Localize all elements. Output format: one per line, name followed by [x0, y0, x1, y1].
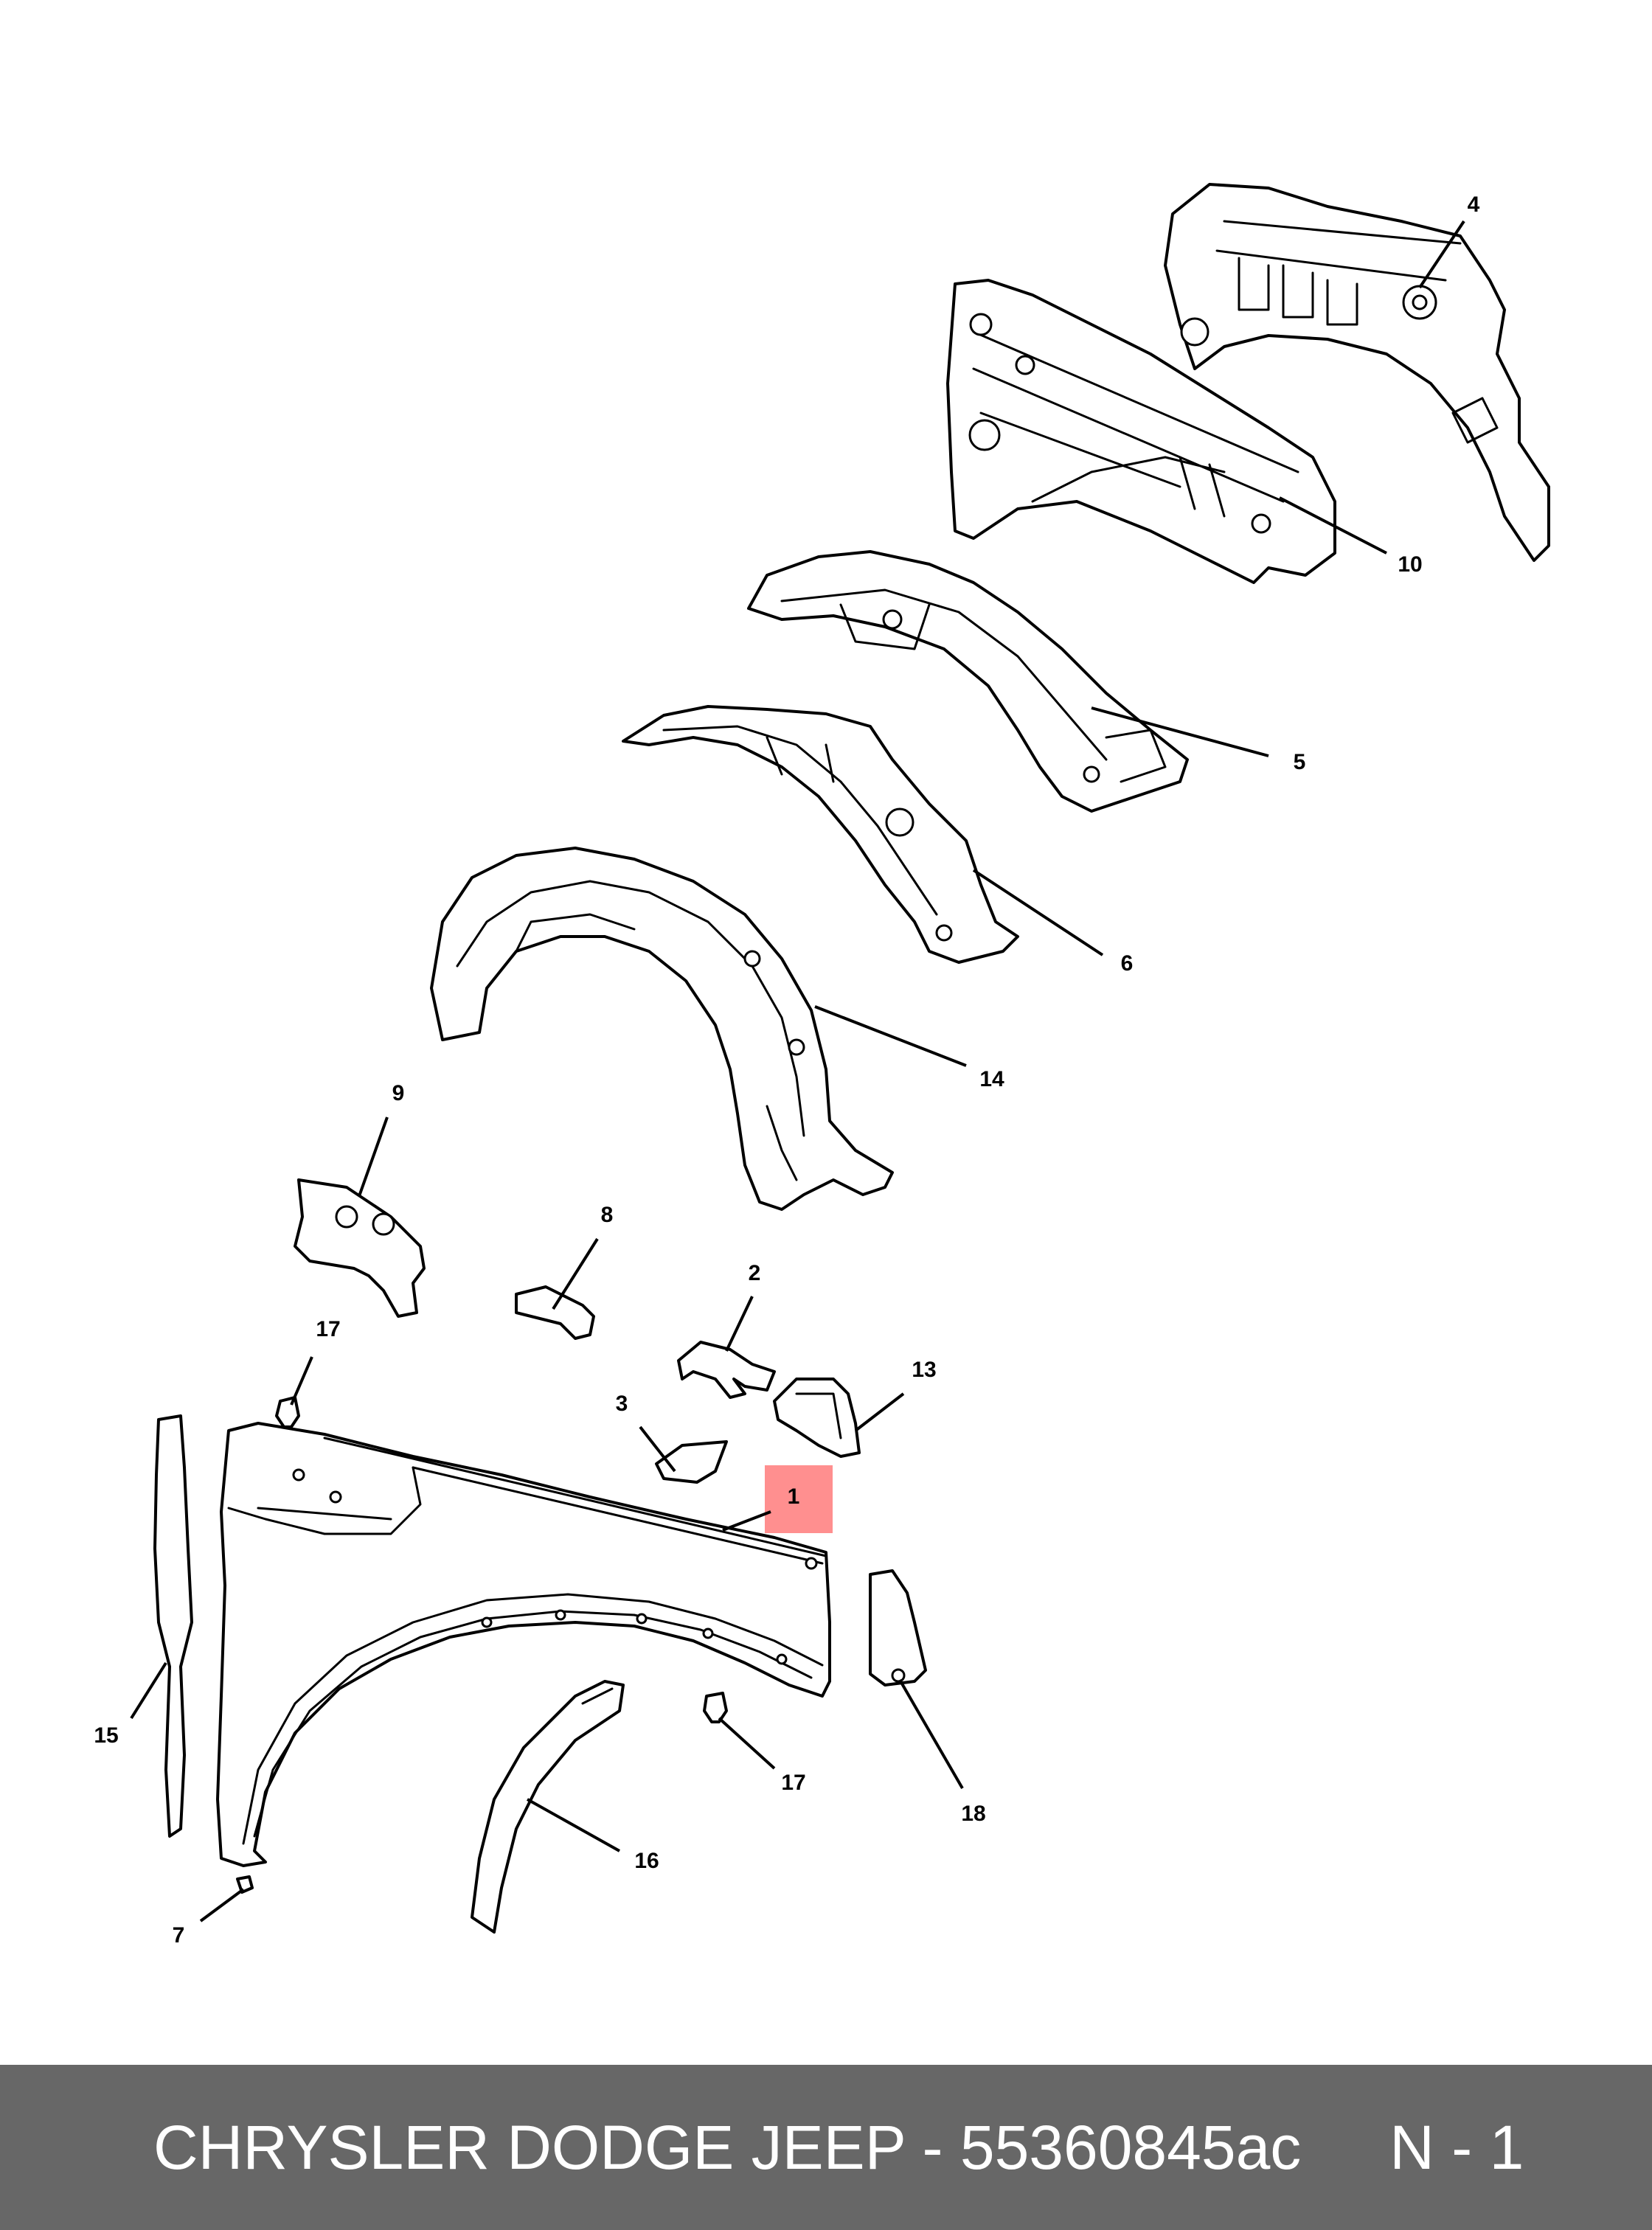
leader-17-lower [718, 1717, 776, 1770]
callout-18: 18 [961, 1802, 985, 1826]
part-10-panel [946, 279, 1336, 584]
leader-17-upper [290, 1356, 313, 1406]
leader-2 [725, 1296, 754, 1352]
footer-bar: CHRYSLER DODGE JEEP - 55360845ac N - 1 [0, 2065, 1652, 2230]
callout-2: 2 [749, 1261, 761, 1285]
part-14-liner [430, 847, 894, 1211]
callout-1-highlight [765, 1465, 833, 1533]
leader-18 [898, 1678, 964, 1790]
part-7-clip [236, 1875, 254, 1894]
leader-14 [814, 1005, 967, 1067]
part-13-bracket [773, 1378, 861, 1458]
callout-17-lower: 17 [781, 1771, 805, 1795]
part-16-flare [471, 1680, 625, 1934]
parts-diagram: 4 10 5 6 14 9 8 2 13 3 17 1 15 16 17 18 … [94, 183, 1550, 1948]
part-6-rail [622, 705, 1019, 964]
part-8-bracket [515, 1285, 595, 1340]
callout-17-upper: 17 [316, 1317, 340, 1341]
leader-4 [1418, 220, 1465, 289]
part-2-bracket [677, 1341, 776, 1399]
leader-13 [854, 1392, 905, 1432]
callout-16: 16 [634, 1849, 659, 1873]
callout-13: 13 [912, 1358, 936, 1382]
part-9-bracket [294, 1178, 426, 1318]
callout-4: 4 [1468, 192, 1480, 217]
footer-title: CHRYSLER DODGE JEEP - 55360845ac [153, 2112, 1302, 2182]
leader-5 [1091, 706, 1269, 757]
footer-ref: N - 1 [1389, 2112, 1524, 2182]
part-4-panel [1164, 183, 1550, 562]
leader-16 [527, 1798, 620, 1852]
leader-7 [199, 1888, 245, 1922]
leader-1 [722, 1510, 771, 1532]
leader-3 [639, 1425, 676, 1473]
callout-3: 3 [616, 1392, 628, 1416]
callout-5: 5 [1294, 750, 1306, 774]
callout-15: 15 [94, 1723, 118, 1748]
leader-8 [552, 1237, 599, 1310]
callout-6: 6 [1121, 951, 1134, 976]
part-15-strip [153, 1414, 193, 1838]
callout-14: 14 [979, 1067, 1004, 1091]
callout-7: 7 [173, 1923, 185, 1948]
callout-10: 10 [1398, 552, 1422, 577]
part-18-bracket [869, 1569, 927, 1687]
part-17-clip-lower [703, 1692, 728, 1723]
part-17-clip-upper [275, 1396, 300, 1428]
part-1-fender [216, 1422, 831, 1867]
leader-9 [358, 1116, 389, 1197]
part-3-plate [655, 1440, 728, 1484]
leader-15 [130, 1661, 167, 1720]
callout-8: 8 [601, 1203, 614, 1227]
part-5-rail [747, 550, 1189, 813]
callout-9: 9 [392, 1081, 405, 1105]
leader-6 [972, 869, 1104, 956]
callout-1: 1 [788, 1484, 800, 1509]
leader-10 [1279, 496, 1387, 555]
